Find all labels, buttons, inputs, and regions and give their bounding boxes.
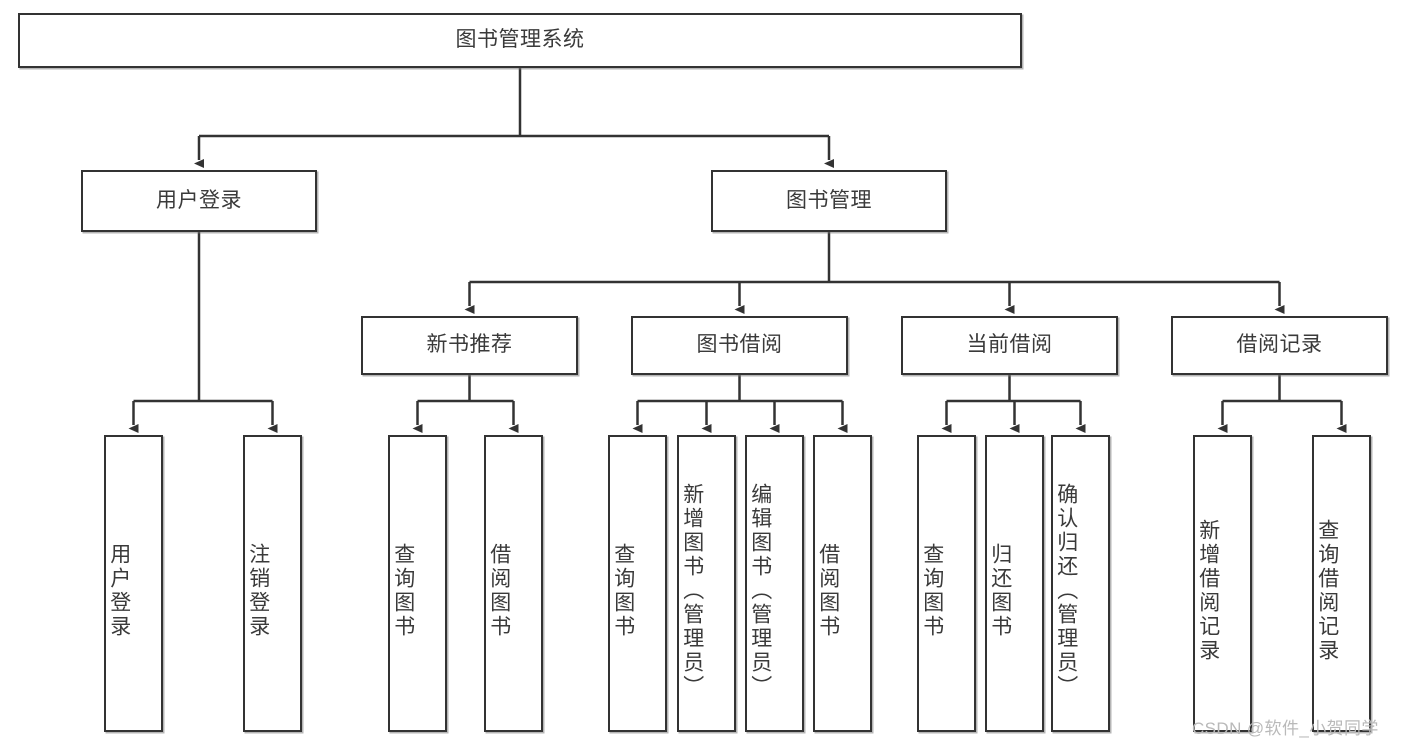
node-label: 借阅图书 [816,542,840,639]
node-label: 新书推荐 [426,333,513,357]
node-root[interactable]: 图书管理系统 [18,13,1022,68]
node-leaf-query-book-2[interactable]: 查询图书 [608,435,667,732]
node-label: 新增借阅记录 [1196,518,1220,663]
node-label: 新增图书（管理员） [680,482,704,699]
node-leaf-edit-book[interactable]: 编辑图书（管理员） [745,435,804,732]
node-label: 归还图书 [988,542,1012,639]
node-leaf-add-record[interactable]: 新增借阅记录 [1193,435,1252,732]
node-leaf-query-book-1[interactable]: 查询图书 [388,435,447,732]
node-label: 图书管理系统 [455,28,585,52]
node-book-borrow[interactable]: 图书借阅 [631,316,848,375]
node-label: 借阅图书 [487,542,511,639]
node-leaf-confirm-return[interactable]: 确认归还（管理员） [1051,435,1110,732]
node-borrow-record[interactable]: 借阅记录 [1171,316,1388,375]
node-label: 编辑图书（管理员） [748,482,772,699]
node-leaf-borrow-book-1[interactable]: 借阅图书 [484,435,543,732]
node-leaf-query-book-3[interactable]: 查询图书 [917,435,976,732]
node-label: 注销登录 [246,542,270,639]
node-book-mgmt[interactable]: 图书管理 [711,170,947,232]
node-label: 查询图书 [611,542,635,639]
node-current-borrow[interactable]: 当前借阅 [901,316,1118,375]
node-label: 确认归还（管理员） [1054,482,1078,699]
node-leaf-user-login[interactable]: 用户登录 [104,435,163,732]
node-label: 用户登录 [107,542,131,639]
node-leaf-add-book[interactable]: 新增图书（管理员） [677,435,736,732]
node-leaf-query-record[interactable]: 查询借阅记录 [1312,435,1371,732]
node-leaf-borrow-book-2[interactable]: 借阅图书 [813,435,872,732]
node-user-login[interactable]: 用户登录 [81,170,317,232]
node-leaf-logout[interactable]: 注销登录 [243,435,302,732]
node-label: 查询借阅记录 [1315,518,1339,663]
node-label: 图书管理 [786,188,872,212]
node-label: 图书借阅 [696,333,783,357]
node-label: 借阅记录 [1236,333,1323,357]
csdn-watermark: CSDN @软件_小贺同学 [1192,719,1379,738]
node-label: 当前借阅 [966,333,1053,357]
node-label: 用户登录 [156,188,242,212]
node-leaf-return-book[interactable]: 归还图书 [985,435,1044,732]
node-new-book-rec[interactable]: 新书推荐 [361,316,578,375]
node-label: 查询图书 [391,542,415,639]
node-label: 查询图书 [920,542,944,639]
